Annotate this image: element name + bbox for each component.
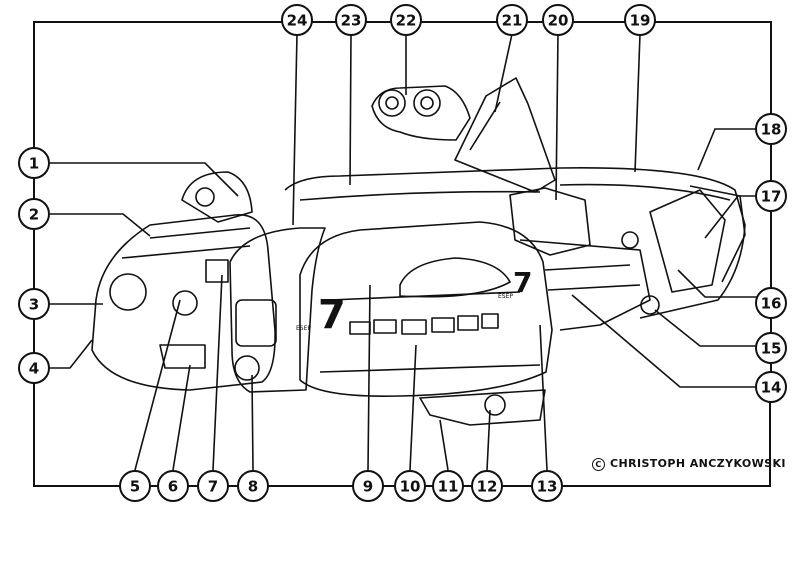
callout-number: 24	[287, 12, 308, 30]
callout-number: 10	[400, 478, 421, 496]
callout-12: 12	[471, 470, 503, 502]
callout-number: 16	[761, 295, 782, 313]
callout-number: 1	[29, 155, 39, 173]
callout-14: 14	[755, 371, 787, 403]
callout-3: 3	[18, 288, 50, 320]
callout-13: 13	[531, 470, 563, 502]
callout-20: 20	[542, 4, 574, 36]
callout-number: 14	[761, 379, 782, 397]
callout-number: 20	[548, 12, 569, 30]
callout-number: 21	[502, 12, 523, 30]
callout-18: 18	[755, 113, 787, 145]
callout-19: 19	[624, 4, 656, 36]
artist-credit: C CHRISTOPH ANCZYKOWSKI	[592, 457, 786, 471]
esep-label-right: ESEP	[498, 293, 513, 300]
hull-number-large: 7	[318, 292, 346, 338]
callout-16: 16	[755, 287, 787, 319]
callout-number: 2	[29, 206, 39, 224]
callout-frame	[33, 21, 772, 487]
callout-number: 19	[630, 12, 651, 30]
artist-credit-text: CHRISTOPH ANCZYKOWSKI	[610, 457, 786, 470]
esep-label-left: ESEP	[296, 325, 311, 332]
callout-15: 15	[755, 332, 787, 364]
callout-11: 11	[432, 470, 464, 502]
callout-1: 1	[18, 147, 50, 179]
callout-5: 5	[119, 470, 151, 502]
callout-number: 15	[761, 340, 782, 358]
callout-number: 13	[537, 478, 558, 496]
callout-6: 6	[157, 470, 189, 502]
callout-7: 7	[197, 470, 229, 502]
leader-lines	[50, 33, 757, 471]
callout-21: 21	[496, 4, 528, 36]
callout-8: 8	[237, 470, 269, 502]
hull-number-small: 7	[513, 266, 532, 299]
callout-number: 23	[341, 12, 362, 30]
callout-number: 8	[248, 478, 258, 496]
callouts: 1 2 3 4 5 6 7 8 9 10 11 12 13 14 15 16 1…	[18, 4, 787, 502]
callout-number: 11	[438, 478, 459, 496]
callout-4: 4	[18, 352, 50, 384]
callout-2: 2	[18, 198, 50, 230]
callout-number: 6	[168, 478, 178, 496]
callout-number: 4	[29, 360, 39, 378]
callout-23: 23	[335, 4, 367, 36]
callout-24: 24	[281, 4, 313, 36]
callout-number: 5	[130, 478, 140, 496]
callout-10: 10	[394, 470, 426, 502]
copyright-mark: C	[592, 458, 605, 471]
callout-number: 22	[396, 12, 417, 30]
ship-markings: 7 7 ESEP ESEP	[296, 266, 532, 338]
callout-number: 7	[208, 478, 218, 496]
spacecraft-illustration	[91, 77, 746, 426]
callout-number: 18	[761, 121, 782, 139]
callout-number: 12	[477, 478, 498, 496]
callout-number: 17	[761, 188, 782, 206]
callout-number: 9	[363, 478, 373, 496]
callout-9: 9	[352, 470, 384, 502]
callout-17: 17	[755, 180, 787, 212]
callout-number: 3	[29, 296, 39, 314]
callout-22: 22	[390, 4, 422, 36]
